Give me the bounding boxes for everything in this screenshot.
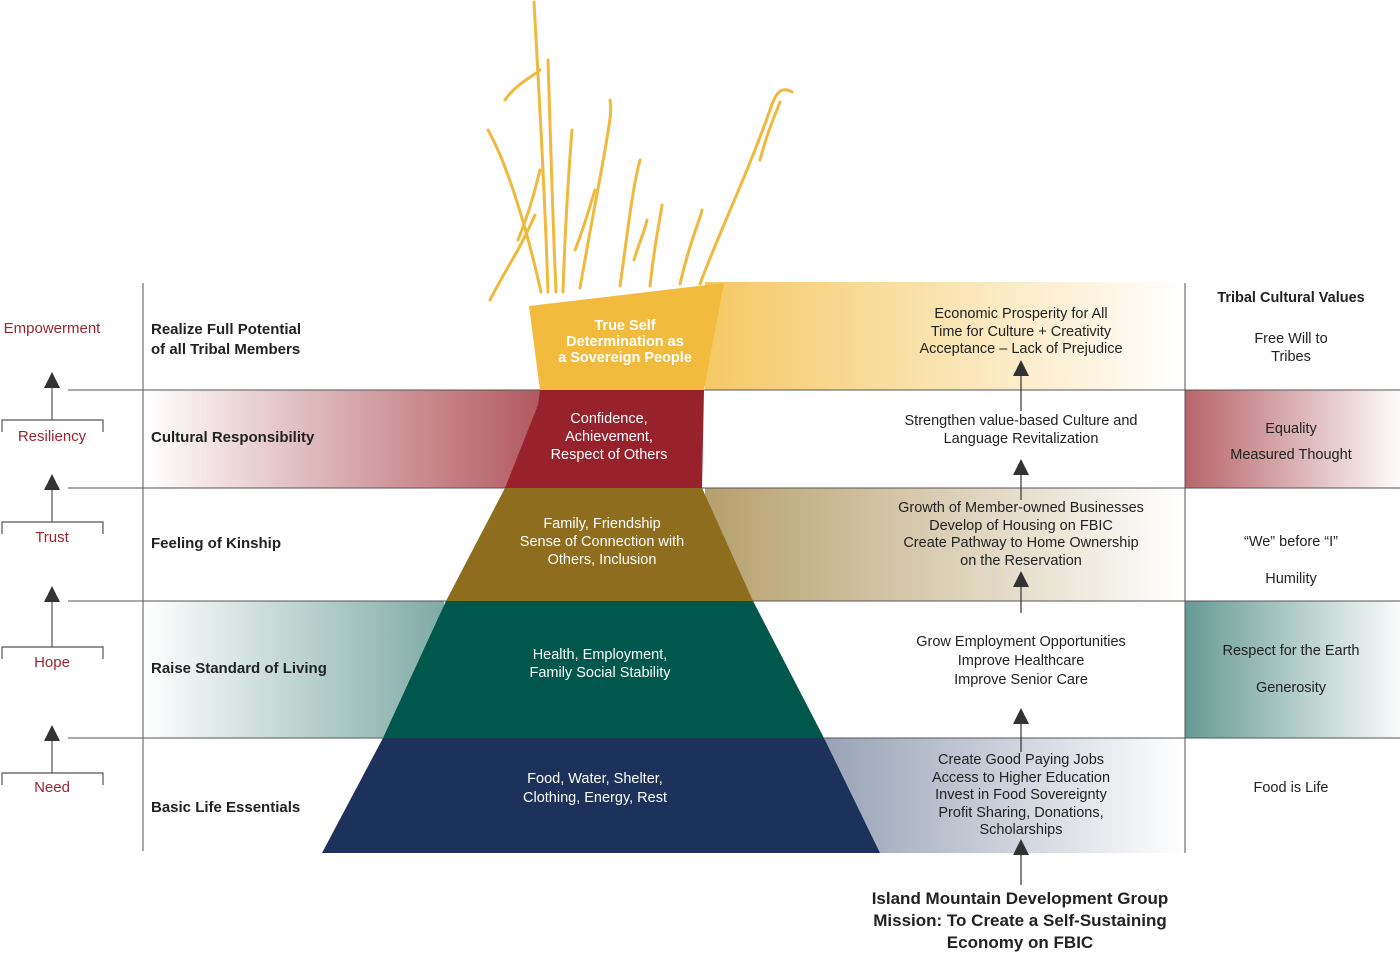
- outcome-raise-standard: Raise Standard of Living: [151, 660, 327, 677]
- strategy-need: Create Good Paying Jobs Access to Higher…: [880, 752, 1162, 840]
- value-line: “We” before “I”: [1243, 534, 1338, 550]
- band-empowerment-right: [705, 282, 1185, 390]
- column-dividers: [142, 283, 1186, 853]
- strategy-line: Scholarships: [979, 822, 1063, 838]
- tier-text-line: Food, Water, Shelter,: [527, 771, 663, 787]
- strategy-line: Improve Healthcare: [957, 653, 1085, 669]
- strategy-line: Language Revitalization: [943, 430, 1099, 447]
- tier-text-line: Achievement,: [565, 429, 653, 445]
- strategy-line: Develop of Housing on FBIC: [929, 517, 1113, 534]
- outcome-basic-essentials: Basic Life Essentials: [151, 799, 301, 816]
- tier-text-line: Determination as: [566, 334, 684, 350]
- value-empowerment: Free Will to Tribes: [1186, 330, 1396, 366]
- strategy-line: Time for Culture + Creativity: [930, 323, 1112, 340]
- tier-text-2: Family, Friendship Sense of Connection w…: [492, 515, 712, 569]
- tier-true-self-determination: [529, 283, 724, 390]
- strategy-line: Growth of Member-owned Businesses: [898, 500, 1144, 516]
- value-trust: “We” before “I” Humility: [1186, 524, 1396, 598]
- strategy-line: on the Reservation: [960, 552, 1082, 569]
- value-need: Food is Life: [1186, 779, 1396, 797]
- outcome-feeling-of-kinship: Feeling of Kinship: [151, 535, 281, 552]
- level-label-resiliency: Resiliency: [17, 428, 87, 445]
- level-label-empowerment: Empowerment: [3, 320, 101, 337]
- tier-food-water-shelter: [322, 738, 880, 853]
- tier-text-line: True Self: [594, 318, 656, 334]
- value-line: Humility: [1265, 571, 1317, 587]
- band-values-resiliency: [1185, 390, 1400, 488]
- value-line: Tribes: [1271, 349, 1311, 365]
- level-label-need: Need: [34, 779, 70, 796]
- value-line: Free Will to: [1254, 331, 1328, 347]
- strategy-line: Create Pathway to Home Ownership: [903, 535, 1139, 551]
- strategy-line: Create Good Paying Jobs: [937, 752, 1105, 768]
- tier-text-line: Confidence,: [570, 411, 648, 427]
- tier-text-line: Sense of Connection with: [519, 534, 685, 550]
- tier-text-line: Family, Friendship: [543, 516, 661, 532]
- strategy-arrowheads: [1013, 360, 1029, 855]
- tier-text-0: True Self Determination as a Sovereign P…: [535, 318, 715, 366]
- tier-text-3: Health, Employment, Family Social Stabil…: [490, 646, 710, 682]
- value-resiliency: Equality Measured Thought: [1186, 416, 1396, 468]
- strategy-line: Profit Sharing, Donations,: [938, 804, 1104, 821]
- level-label-hope: Hope: [34, 654, 70, 671]
- tier-text-line: Health, Employment,: [532, 647, 668, 663]
- strategy-resiliency: Strengthen value-based Culture and Langu…: [880, 413, 1162, 448]
- tier-health-employment: [383, 601, 824, 738]
- value-line: Respect for the Earth: [1222, 643, 1360, 659]
- strategy-line: Improve Senior Care: [954, 672, 1088, 688]
- strategy-line: Strengthen value-based Culture and: [904, 413, 1138, 429]
- mission-line: Mission: To Create a Self-Sustaining: [873, 911, 1167, 930]
- value-line: Food is Life: [1253, 780, 1329, 796]
- band-trust-right: [705, 488, 1185, 601]
- tier-text-line: Clothing, Energy, Rest: [523, 790, 667, 806]
- strategy-hope: Grow Employment Opportunities Improve He…: [880, 633, 1162, 690]
- left-ladder: [1, 387, 104, 785]
- grass-illustration: [486, 0, 794, 302]
- strategy-line: Economic Prosperity for All: [934, 306, 1108, 322]
- mission-line: Economy on FBIC: [946, 933, 1094, 952]
- band-values-hope: [1185, 601, 1400, 738]
- strategy-line: Acceptance – Lack of Prejudice: [919, 341, 1123, 357]
- value-line: Measured Thought: [1230, 447, 1352, 463]
- left-ladder-arrowheads: [44, 372, 60, 741]
- value-hope: Respect for the Earth Generosity: [1186, 633, 1396, 707]
- value-line: Generosity: [1255, 680, 1327, 696]
- values-header: Tribal Cultural Values: [1217, 290, 1365, 306]
- strategy-line: Access to Higher Education: [931, 769, 1111, 786]
- strategy-trust: Growth of Member-owned Businesses Develo…: [880, 500, 1162, 570]
- tier-text-line: Family Social Stability: [529, 665, 671, 681]
- tier-text-line: a Sovereign People: [558, 350, 692, 366]
- tier-text-line: Others, Inclusion: [547, 552, 657, 568]
- level-label-trust: Trust: [35, 529, 69, 546]
- band-need-right: [825, 738, 1185, 853]
- strategy-line: Grow Employment Opportunities: [916, 634, 1126, 650]
- strategy-empowerment: Economic Prosperity for All Time for Cul…: [880, 306, 1162, 359]
- outcome-cultural-responsibility: Cultural Responsibility: [151, 429, 315, 446]
- tier-text-4: Food, Water, Shelter, Clothing, Energy, …: [485, 770, 705, 808]
- strategy-line: Invest in Food Sovereignty: [935, 787, 1107, 803]
- outcome-realize-potential: Realize Full Potential of all Tribal Mem…: [151, 321, 302, 358]
- tier-text-1: Confidence, Achievement, Respect of Othe…: [520, 410, 698, 464]
- tier-text-line: Respect of Others: [550, 447, 668, 463]
- tier-family-friendship: [446, 488, 753, 601]
- band-resiliency-left: [144, 390, 540, 488]
- value-line: Equality: [1265, 421, 1317, 437]
- mission-statement: Island Mountain Development Group Missio…: [850, 888, 1190, 954]
- tier-confidence: [505, 390, 704, 488]
- mission-line: Island Mountain Development Group: [871, 889, 1169, 908]
